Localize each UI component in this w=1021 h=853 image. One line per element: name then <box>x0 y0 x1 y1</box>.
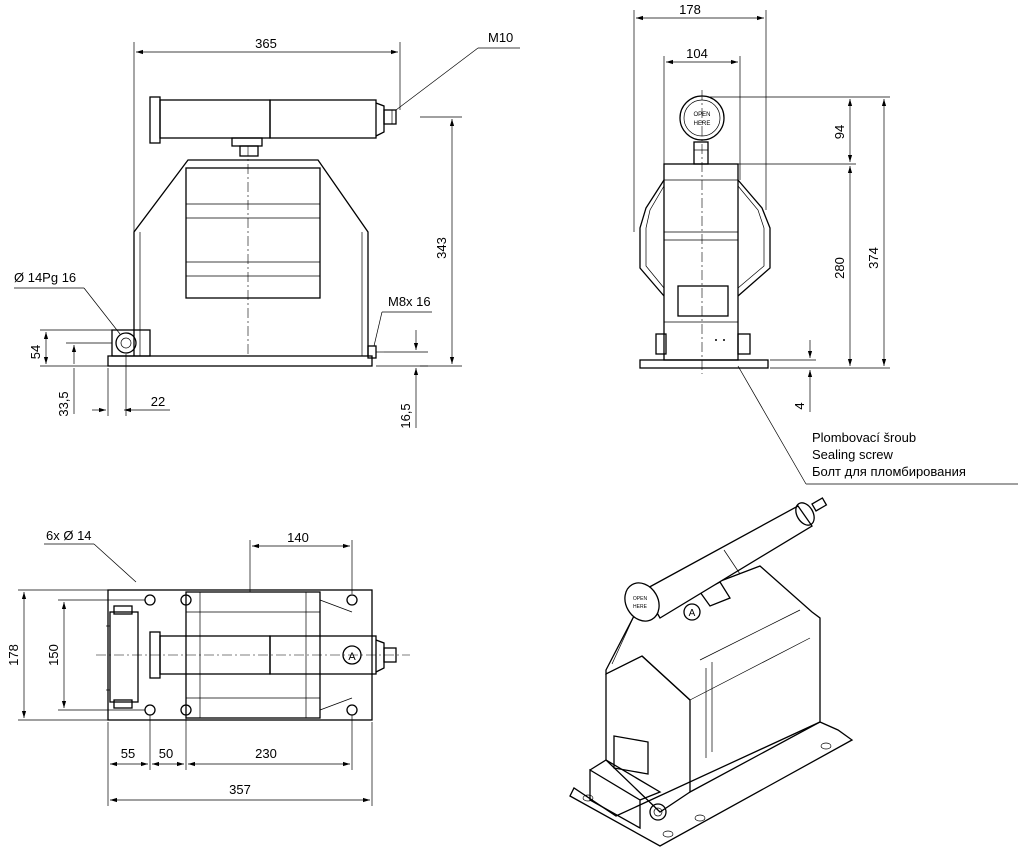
dim-94: 94 <box>832 125 847 139</box>
dim-16-5: 16,5 <box>398 403 413 428</box>
isometric-view: A OPEN HERE <box>569 497 854 847</box>
mount-hole <box>180 594 192 606</box>
iso-marker-label: A <box>689 608 696 619</box>
dim-50: 50 <box>159 746 173 761</box>
gland-label: Ø 14Pg 16 <box>14 270 76 285</box>
dim-54: 54 <box>28 345 43 359</box>
front-base-plate <box>107 355 373 367</box>
dim-33-5: 33,5 <box>56 391 71 416</box>
dim-280: 280 <box>832 257 847 279</box>
dim-178-side: 178 <box>679 2 701 17</box>
dim-4: 4 <box>792 402 807 409</box>
mount-hole <box>144 594 156 606</box>
front-panel <box>185 167 321 299</box>
iso-marker-circle <box>683 603 701 621</box>
thread-m8-label: M8x 16 <box>388 294 431 309</box>
dim-22: 22 <box>151 394 165 409</box>
side-body <box>663 163 739 361</box>
dim-230: 230 <box>255 746 277 761</box>
thread-m10-label: M10 <box>488 30 513 45</box>
side-view: OPEN HERE 178 104 94 280 374 4 Plombovac… <box>633 2 1018 485</box>
iso-base-plate <box>569 721 854 847</box>
dim-178-top: 178 <box>6 644 21 666</box>
dim-140: 140 <box>287 530 309 545</box>
front-body-outline <box>133 159 369 356</box>
dim-357: 357 <box>229 782 251 797</box>
dim-365: 365 <box>255 36 277 51</box>
dim-374: 374 <box>866 247 881 269</box>
iso-cylinder <box>643 505 813 619</box>
sealing-label-cz: Plombovací šroub <box>812 430 916 445</box>
top-view: A 6x Ø 14 140 178 150 55 50 230 357 <box>6 528 410 806</box>
side-base-plate <box>639 359 769 369</box>
side-gauge-here: HERE <box>694 121 711 127</box>
iso-cap-open: OPEN <box>633 596 648 602</box>
front-flange <box>149 96 161 144</box>
dim-104: 104 <box>686 46 708 61</box>
dim-150: 150 <box>46 644 61 666</box>
mount-hole <box>346 594 358 606</box>
dim-343: 343 <box>434 237 449 259</box>
top-marker-label: A <box>348 651 356 663</box>
sealing-label-en: Sealing screw <box>812 447 894 462</box>
iso-cap <box>624 582 660 622</box>
holes-label: 6x Ø 14 <box>46 528 92 543</box>
mount-hole <box>346 704 358 716</box>
mount-hole <box>144 704 156 716</box>
iso-cap-here: HERE <box>633 604 648 610</box>
dim-55: 55 <box>121 746 135 761</box>
front-gland <box>115 332 137 354</box>
sealing-label-ru: Болт для пломбирования <box>812 464 966 479</box>
front-view: 365 M10 343 Ø 14Pg 16 M8x 16 54 33,5 22 <box>14 30 520 429</box>
